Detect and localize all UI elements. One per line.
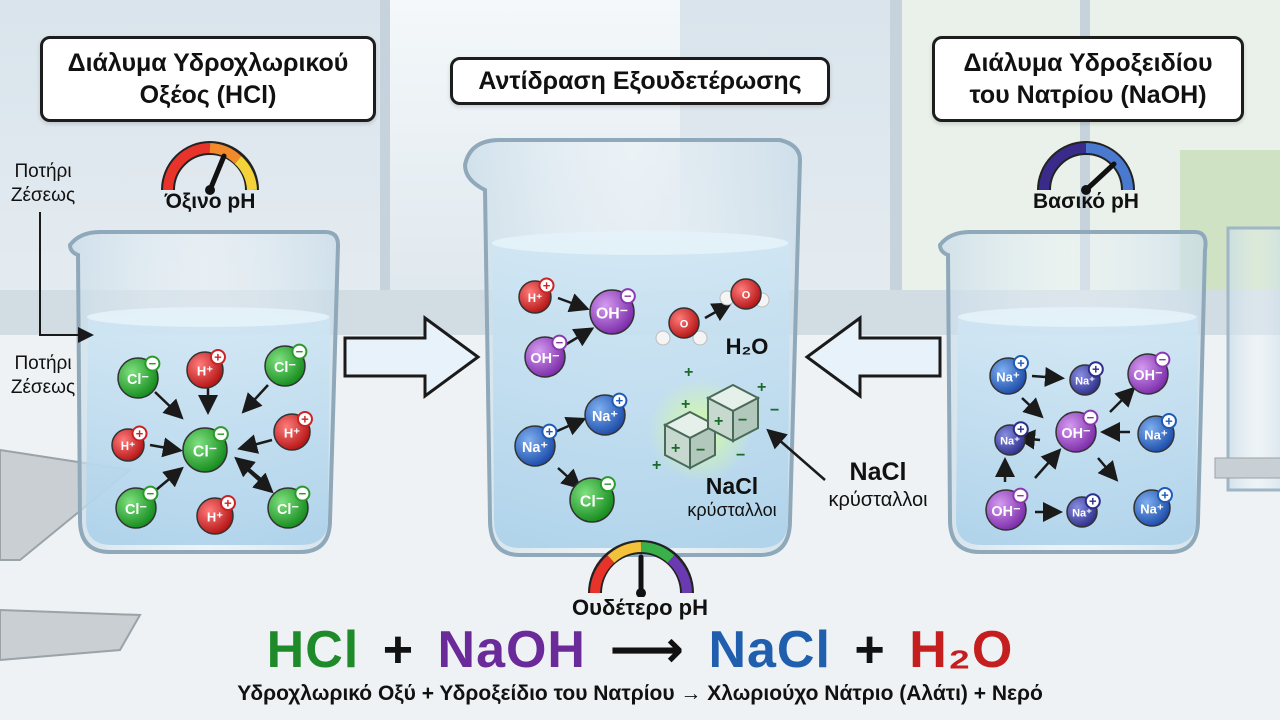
svg-text:+: + xyxy=(224,496,232,511)
right-ion-na-24: Na⁺+ xyxy=(1067,494,1100,527)
svg-text:Na⁺: Na⁺ xyxy=(1075,376,1095,388)
water-label: H₂O xyxy=(712,334,782,360)
center-ion-h-9: H⁺+ xyxy=(519,278,554,313)
eq-plus-2: + xyxy=(854,621,885,679)
svg-text:−: − xyxy=(217,427,225,442)
svg-text:Cl⁻: Cl⁻ xyxy=(127,372,149,388)
chemical-equation: HCl + NaOH ⟶ NaCl + H₂O xyxy=(0,620,1280,680)
svg-text:H⁺: H⁺ xyxy=(528,293,542,305)
nacl-label-center: NaCl κρύσταλλοι xyxy=(672,474,792,522)
svg-text:−: − xyxy=(624,289,632,304)
svg-text:H⁺: H⁺ xyxy=(207,509,223,524)
svg-text:Cl⁻: Cl⁻ xyxy=(580,494,604,511)
svg-text:+: + xyxy=(546,424,554,439)
svg-text:H⁺: H⁺ xyxy=(121,441,135,453)
base-ph-gauge xyxy=(1034,134,1138,196)
right-ion-na-25: Na⁺+ xyxy=(1134,488,1172,526)
svg-text:Cl⁻: Cl⁻ xyxy=(277,502,299,518)
eq-arrow: ⟶ xyxy=(609,621,685,679)
svg-text:O: O xyxy=(680,319,689,331)
center-ion-o-11: O xyxy=(669,308,699,338)
right-ion-oh-23: OH⁻− xyxy=(986,488,1027,530)
svg-text:−: − xyxy=(1159,352,1167,367)
svg-text:−: − xyxy=(149,356,157,371)
left-ion-cl-4: Cl⁻− xyxy=(183,427,228,472)
acid-ph-label: Όξινο pH xyxy=(140,190,280,214)
base-ph-label: Βασικό pH xyxy=(1016,190,1156,214)
right-ion-na-18: Na⁺+ xyxy=(1070,362,1103,395)
right-ion-na-22: Na⁺+ xyxy=(1138,414,1176,452)
center-ion-oh-10: OH⁻ − xyxy=(590,289,635,334)
left-ion-h-1: H⁺+ xyxy=(187,350,225,388)
left-ion-h-5: H⁺+ xyxy=(274,412,312,450)
svg-text:Na⁺: Na⁺ xyxy=(1072,508,1092,520)
svg-text:H⁺: H⁺ xyxy=(284,425,300,440)
svg-text:Na⁺: Na⁺ xyxy=(522,440,548,456)
center-ion-na-14: Na⁺+ xyxy=(585,393,626,435)
neutral-ph-label: Ουδέτερο pH xyxy=(540,595,740,621)
svg-text:OH⁻: OH⁻ xyxy=(596,306,628,323)
eq-plus-1: + xyxy=(383,621,414,679)
eq-naoh: NaOH xyxy=(438,621,586,679)
svg-text:+: + xyxy=(1161,488,1169,503)
eq-nacl: NaCl xyxy=(708,621,830,679)
svg-text:Cl⁻: Cl⁻ xyxy=(274,360,296,376)
svg-text:+: + xyxy=(543,278,551,293)
svg-text:+: + xyxy=(214,350,222,365)
svg-text:Na⁺: Na⁺ xyxy=(996,369,1020,384)
center-ion-na-15: Na⁺+ xyxy=(515,424,556,466)
svg-text:O: O xyxy=(742,290,751,302)
svg-text:+: + xyxy=(1017,422,1025,437)
svg-text:−: − xyxy=(147,486,155,501)
svg-text:−: − xyxy=(1087,410,1095,425)
svg-text:+: + xyxy=(616,393,624,408)
svg-text:+: + xyxy=(136,426,144,441)
eq-h2o: H₂O xyxy=(909,621,1013,679)
svg-text:Na⁺: Na⁺ xyxy=(592,409,618,425)
nacl-label-right: NaCl κρύσταλλοι xyxy=(808,458,948,514)
svg-text:−: − xyxy=(299,486,307,501)
svg-text:OH⁻: OH⁻ xyxy=(991,504,1020,520)
neutral-ph-gauge xyxy=(585,535,697,597)
left-ion-cl-8: Cl⁻− xyxy=(268,486,309,528)
left-ion-h-3: H⁺+ xyxy=(112,426,147,461)
center-ion-oh-13: OH⁻− xyxy=(525,335,566,377)
right-ion-na-17: Na⁺+ xyxy=(990,356,1028,394)
svg-text:OH⁻: OH⁻ xyxy=(1061,426,1090,442)
left-ion-cl-6: Cl⁻− xyxy=(116,486,157,528)
svg-text:OH⁻: OH⁻ xyxy=(1133,368,1162,384)
svg-text:H⁺: H⁺ xyxy=(197,363,213,378)
right-ion-oh-21: OH⁻− xyxy=(1056,410,1097,452)
svg-text:+: + xyxy=(1089,494,1097,509)
equation-caption: Υδροχλωρικό Οξύ + Υδροξείδιο του Νατρίου… xyxy=(0,682,1280,706)
left-ion-cl-0: Cl⁻− xyxy=(118,356,159,398)
left-ion-h-7: H⁺+ xyxy=(197,496,235,534)
svg-text:+: + xyxy=(301,412,309,427)
svg-text:−: − xyxy=(1017,488,1025,503)
svg-text:Cl⁻: Cl⁻ xyxy=(193,444,217,461)
left-ion-cl-2: Cl⁻− xyxy=(265,344,306,386)
acid-ph-gauge xyxy=(158,134,262,196)
right-ion-oh-19: OH⁻− xyxy=(1128,352,1169,394)
svg-text:OH⁻: OH⁻ xyxy=(530,351,559,367)
svg-text:Na⁺: Na⁺ xyxy=(1000,436,1020,448)
svg-text:Na⁺: Na⁺ xyxy=(1140,501,1164,516)
svg-text:+: + xyxy=(1165,414,1173,429)
svg-text:Na⁺: Na⁺ xyxy=(1144,427,1168,442)
svg-text:Cl⁻: Cl⁻ xyxy=(125,502,147,518)
svg-text:+: + xyxy=(1092,362,1100,377)
center-ion-o-12: O xyxy=(731,279,761,309)
center-ion-cl-16: Cl⁻− xyxy=(570,477,615,522)
reaction-title: Αντίδραση Εξουδετέρωσης xyxy=(450,57,830,105)
svg-text:+: + xyxy=(1017,356,1025,371)
eq-hcl: HCl xyxy=(267,621,360,679)
svg-text:−: − xyxy=(296,344,304,359)
right-ion-na-20: Na⁺+ xyxy=(995,422,1028,455)
svg-text:−: − xyxy=(604,477,612,492)
svg-text:−: − xyxy=(556,335,564,350)
